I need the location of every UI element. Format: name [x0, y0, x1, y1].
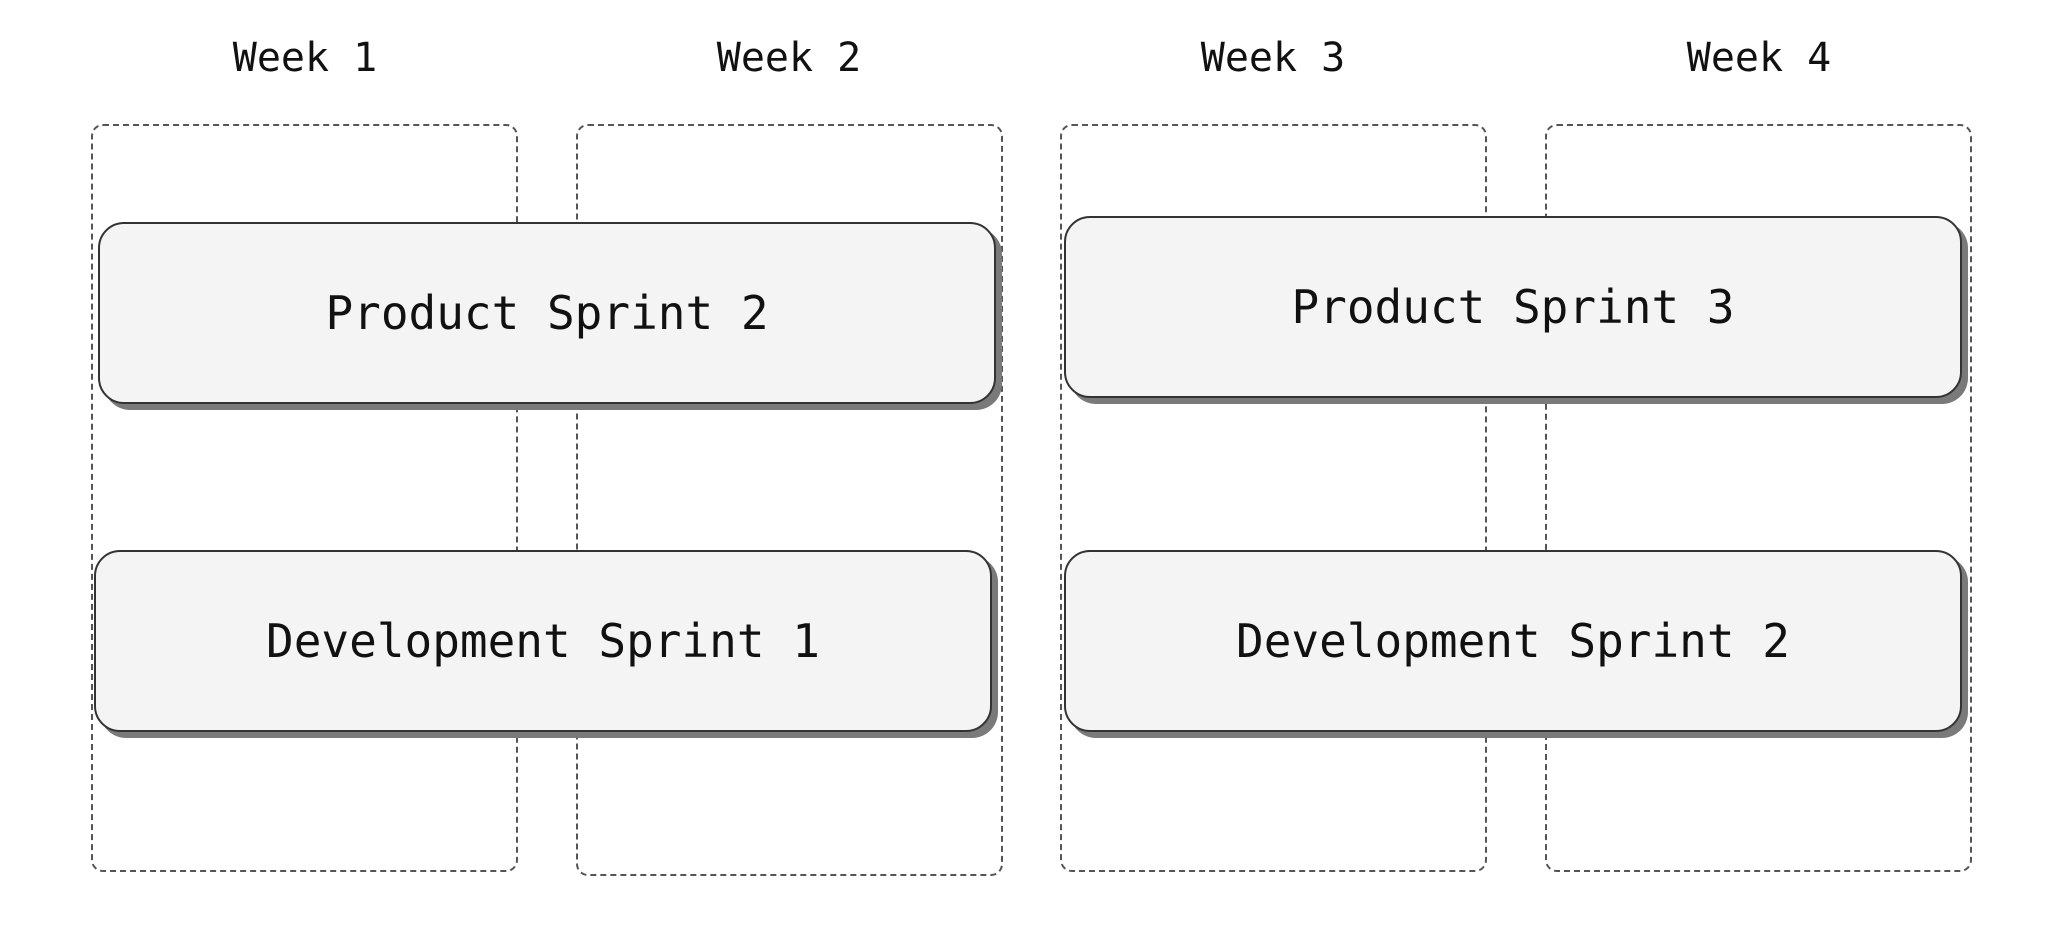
week-4-label: Week 4 [1686, 35, 1832, 81]
sprint-label: Development Sprint 2 [1236, 614, 1790, 668]
week-2-column [576, 124, 1003, 876]
sprint-label: Product Sprint 2 [325, 286, 769, 340]
week-3-label: Week 3 [1200, 35, 1346, 81]
week-1-column [91, 124, 518, 872]
week-3-column [1060, 124, 1487, 872]
sprint-development-2: Development Sprint 2 [1064, 550, 1962, 732]
sprint-product-3: Product Sprint 3 [1064, 216, 1962, 398]
week-1-label: Week 1 [232, 35, 378, 81]
sprint-label: Product Sprint 3 [1291, 280, 1735, 334]
sprint-development-1: Development Sprint 1 [94, 550, 992, 732]
week-2-label: Week 2 [716, 35, 862, 81]
week-4-column [1545, 124, 1972, 872]
sprint-label: Development Sprint 1 [266, 614, 820, 668]
sprint-product-2: Product Sprint 2 [98, 222, 996, 404]
